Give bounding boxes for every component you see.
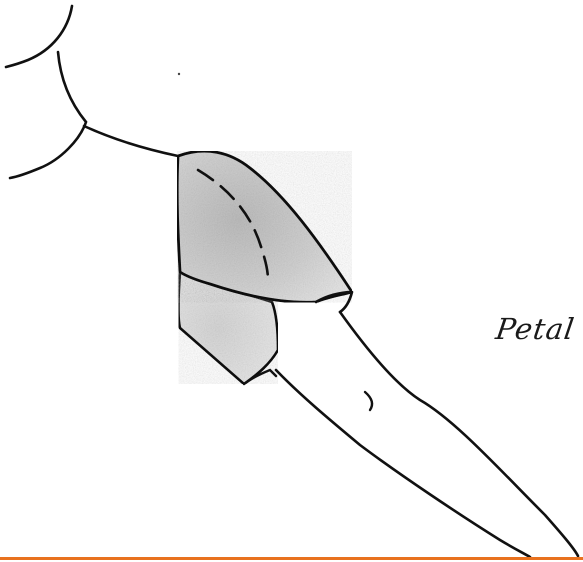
chin-outline	[10, 52, 86, 178]
elbow-crease	[365, 392, 372, 410]
speck	[178, 73, 180, 75]
bottom-accent-rule	[0, 557, 583, 560]
arm-upper-outline	[340, 312, 578, 556]
petal-label: Petal	[494, 312, 577, 346]
arm-lower-outline	[276, 370, 530, 557]
shoulder-outline	[84, 126, 178, 156]
neck-outline	[6, 6, 72, 67]
